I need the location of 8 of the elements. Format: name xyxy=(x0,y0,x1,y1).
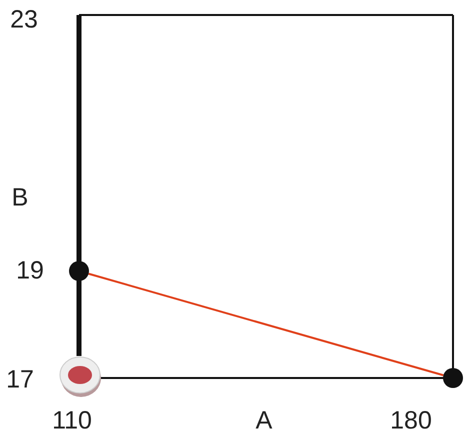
axis-tick-label: 110 xyxy=(52,408,92,434)
axis-tick-label: 17 xyxy=(6,368,34,392)
axis-title: A xyxy=(256,408,272,434)
axis-tick-label: 180 xyxy=(390,408,432,434)
axis-tick-label: 23 xyxy=(10,8,38,32)
axis-tick-label: 19 xyxy=(16,258,44,284)
axis-title: B xyxy=(12,186,28,210)
connecting-line xyxy=(88,272,444,376)
